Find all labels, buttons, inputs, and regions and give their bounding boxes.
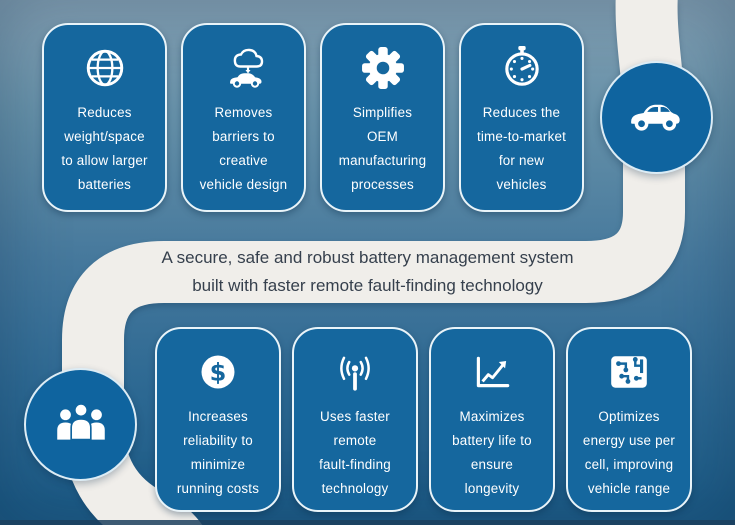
- antenna-icon: [333, 349, 377, 395]
- card-label: Removes barriers to creative vehicle des…: [199, 105, 288, 192]
- card-uses-faster-remote: Uses faster remote fault-finding technol…: [292, 327, 418, 512]
- card-optimizes-energy: Optimizes energy use per cell, improving…: [566, 327, 692, 512]
- card-label: Reduces weight/space to allow larger bat…: [61, 105, 148, 192]
- card-label: Uses faster remote fault-finding technol…: [319, 409, 391, 496]
- card-increases-reliability: $ Increases reliability to minimize runn…: [155, 327, 281, 512]
- stopwatch-icon: [500, 45, 544, 91]
- bottom-edge-strip: [0, 520, 735, 525]
- car-marker: [600, 61, 713, 174]
- bottom-card-row: $ Increases reliability to minimize runn…: [155, 327, 692, 512]
- people-icon: [50, 397, 112, 452]
- card-label: Increases reliability to minimize runnin…: [176, 409, 260, 496]
- band-text: A secure, safe and robust battery manage…: [161, 248, 574, 295]
- card-label: Simplifies OEM manufacturing processes: [338, 105, 427, 192]
- card-label: Optimizes energy use per cell, improving…: [582, 409, 676, 496]
- car-icon: [624, 90, 690, 145]
- cloud-car-icon: [221, 45, 267, 91]
- dollar-icon: $: [197, 349, 239, 395]
- band: A secure, safe and robust battery manage…: [0, 241, 735, 303]
- card-time-to-market: Reduces the time-to-market for new vehic…: [459, 23, 584, 212]
- card-label: Reduces the time-to-market for new vehic…: [476, 105, 567, 192]
- circuit-icon: [607, 349, 651, 395]
- card-removes-barriers: Removes barriers to creative vehicle des…: [181, 23, 306, 212]
- card-label: Maximizes battery life to ensure longevi…: [452, 409, 532, 496]
- card-simplifies-oem: Simplifies OEM manufacturing processes: [320, 23, 445, 212]
- gear-icon: [361, 45, 405, 91]
- globe-icon: [83, 45, 127, 91]
- top-card-row: Reduces weight/space to allow larger bat…: [42, 23, 584, 212]
- svg-text:$: $: [210, 359, 227, 387]
- growth-chart-icon: [470, 349, 514, 395]
- card-maximizes-battery-life: Maximizes battery life to ensure longevi…: [429, 327, 555, 512]
- people-marker: [24, 368, 137, 481]
- card-reduces-weight: Reduces weight/space to allow larger bat…: [42, 23, 167, 212]
